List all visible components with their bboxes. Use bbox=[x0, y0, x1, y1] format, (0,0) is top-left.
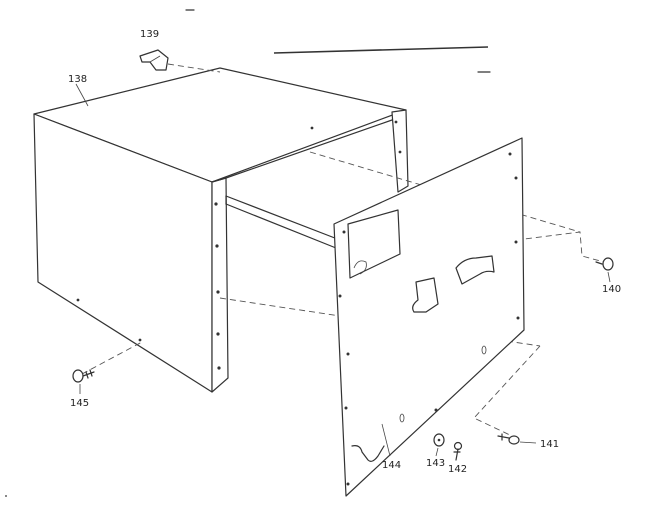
screw-142 bbox=[453, 441, 463, 461]
label-144: 144 bbox=[382, 460, 401, 471]
screw-140 bbox=[595, 257, 614, 271]
cabinet-housing bbox=[33, 67, 409, 393]
label-139: 139 bbox=[140, 29, 159, 40]
header-marks bbox=[185, 9, 491, 73]
panel-bracket-left bbox=[412, 277, 439, 313]
label-142: 142 bbox=[448, 464, 467, 475]
label-138: 138 bbox=[68, 74, 87, 85]
cabinet-front-flange bbox=[211, 177, 229, 393]
label-141: 141 bbox=[540, 439, 559, 450]
front-panel bbox=[333, 137, 525, 497]
label-145: 145 bbox=[70, 398, 89, 409]
panel-bracket-right bbox=[455, 255, 495, 285]
label-140: 140 bbox=[602, 284, 621, 295]
screw-141 bbox=[497, 433, 520, 445]
panel-window bbox=[347, 209, 401, 279]
label-143: 143 bbox=[426, 458, 445, 469]
screw-145 bbox=[72, 369, 95, 383]
washer-143 bbox=[433, 433, 445, 447]
leader-lines bbox=[75, 83, 611, 457]
clip-139 bbox=[139, 49, 169, 71]
part-labels: 138 139 140 141 142 143 144 145 bbox=[68, 29, 621, 475]
front-panel-face bbox=[333, 137, 525, 497]
